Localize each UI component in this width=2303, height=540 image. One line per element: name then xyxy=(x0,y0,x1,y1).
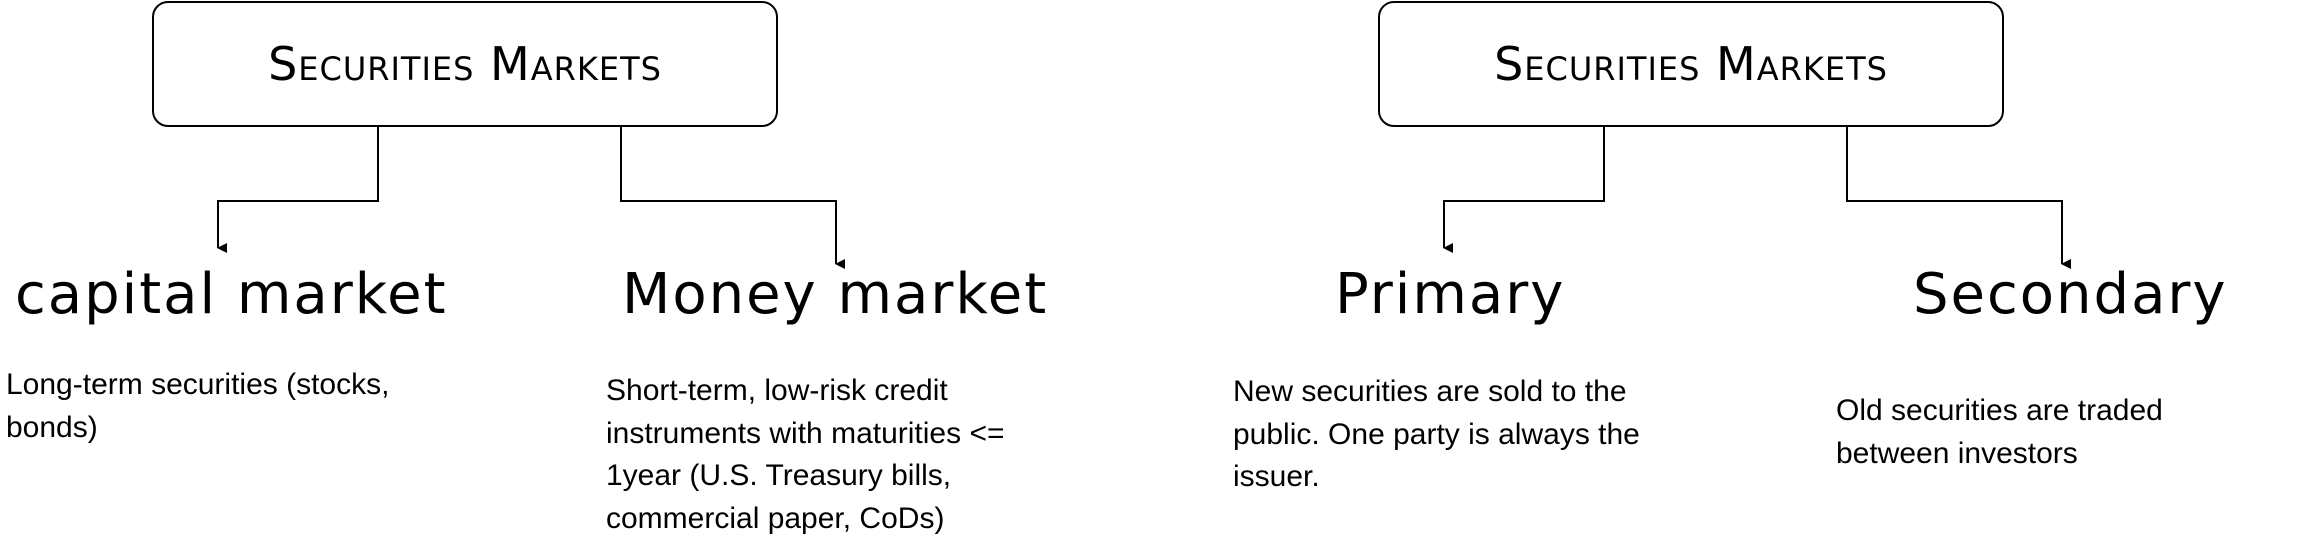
connector-arrow-capital-market xyxy=(217,127,379,253)
connector-arrow-primary xyxy=(1443,127,1605,253)
money-market-description: Short-term, low-risk credit instruments … xyxy=(606,374,1005,535)
capital-market-description: Long-term securities (stocks, bonds) xyxy=(6,368,390,444)
primary-description: New securities are sold to the public. O… xyxy=(1233,375,1640,494)
secondary-description: Old securities are traded between invest… xyxy=(1836,394,2163,470)
capital-market-heading: capital market xyxy=(15,262,448,327)
securities-markets-box-left: Securities Markets xyxy=(152,1,778,127)
primary-heading: Primary xyxy=(1335,262,1566,327)
secondary-heading: Secondary xyxy=(1913,262,2228,327)
connector-arrow-secondary xyxy=(1846,127,2071,269)
securities-markets-box-right: Securities Markets xyxy=(1378,1,2004,127)
connector-arrow-money-market xyxy=(620,127,845,269)
money-market-heading: Money market xyxy=(622,262,1049,327)
securities-markets-label-left: Securities Markets xyxy=(268,37,662,91)
securities-markets-label-right: Securities Markets xyxy=(1494,37,1888,91)
